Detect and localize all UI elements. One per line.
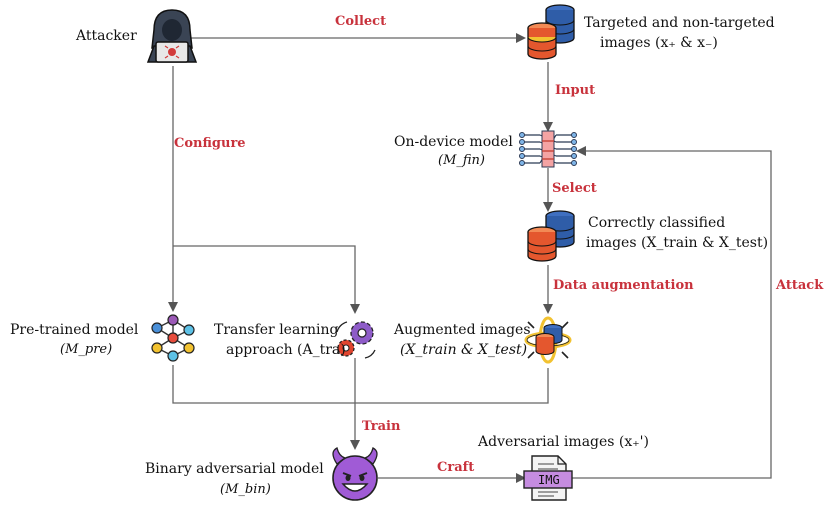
hacker-icon: [146, 9, 198, 63]
pretrained-symbol: (M_pre): [60, 342, 113, 357]
edge-label-craft: Craft: [437, 460, 475, 475]
edge-label-data-augmentation: Data augmentation: [553, 278, 694, 293]
devil-icon: [332, 447, 378, 501]
images-label-line2: images (x₊ & x₋): [600, 35, 718, 51]
neural-net-icon: [519, 130, 577, 168]
on-device-symbol: (M_fin): [438, 153, 485, 168]
database-icon: [527, 4, 575, 60]
edge-label-train: Train: [362, 419, 401, 434]
pretrained-label: Pre-trained model: [10, 322, 139, 338]
transfer-label-line2: approach (A_tra): [226, 342, 346, 358]
attacker-label: Attacker: [76, 28, 137, 44]
attack-arrow: [572, 146, 772, 479]
on-device-label: On-device model: [394, 134, 513, 150]
binary-symbol: (M_bin): [220, 482, 271, 497]
edge-label-select: Select: [552, 181, 597, 196]
augmented-join: [355, 368, 549, 404]
network-graph-icon: [151, 314, 195, 362]
edge-label-configure: Configure: [174, 136, 246, 151]
augmented-label: Augmented images: [394, 322, 531, 338]
images-label-line1: Targeted and non-targeted: [584, 15, 775, 31]
augment-icon: [524, 316, 572, 364]
configure-branch: [173, 245, 360, 314]
correct-label-line2: images (X_train & X_test): [586, 235, 769, 251]
gears-icon: [336, 321, 376, 359]
pretrained-join: [172, 365, 355, 404]
database-icon: [527, 210, 575, 262]
edge-label-collect: Collect: [335, 14, 387, 29]
transfer-label-line1: Transfer learning: [214, 322, 339, 338]
adversarial-label: Adversarial images (x₊'): [478, 434, 649, 450]
img-badge-text: IMG: [538, 473, 560, 487]
augmented-symbol: (X_train & X_test): [400, 342, 528, 358]
img-file-icon: [523, 455, 573, 501]
correct-label-line1: Correctly classified: [588, 215, 726, 231]
binary-label: Binary adversarial model: [145, 461, 324, 477]
edge-label-input: Input: [555, 83, 596, 98]
edge-label-attack: Attack: [776, 278, 824, 293]
